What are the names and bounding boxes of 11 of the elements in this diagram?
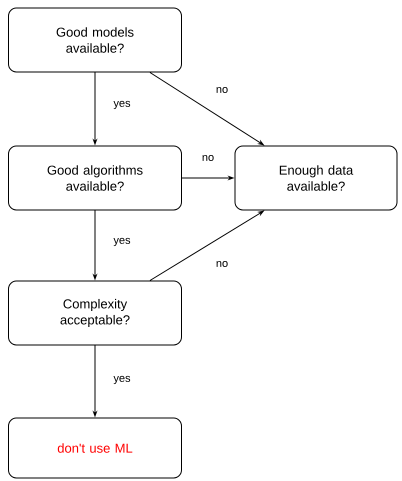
- edge-label: no: [214, 260, 230, 268]
- decision-box: Enough data available?: [234, 146, 398, 210]
- decision-box: don't use ML: [8, 418, 182, 478]
- decision-box: Good models available?: [8, 8, 182, 72]
- edge-label: no: [214, 86, 230, 94]
- edge-label: yes: [112, 374, 132, 386]
- edge-label: yes: [112, 100, 132, 110]
- decision-box: Good algorithms available?: [8, 146, 182, 210]
- edge-label: yes: [112, 236, 132, 248]
- decision-box: Complexity acceptable?: [8, 280, 182, 346]
- edge-label: no: [200, 154, 216, 162]
